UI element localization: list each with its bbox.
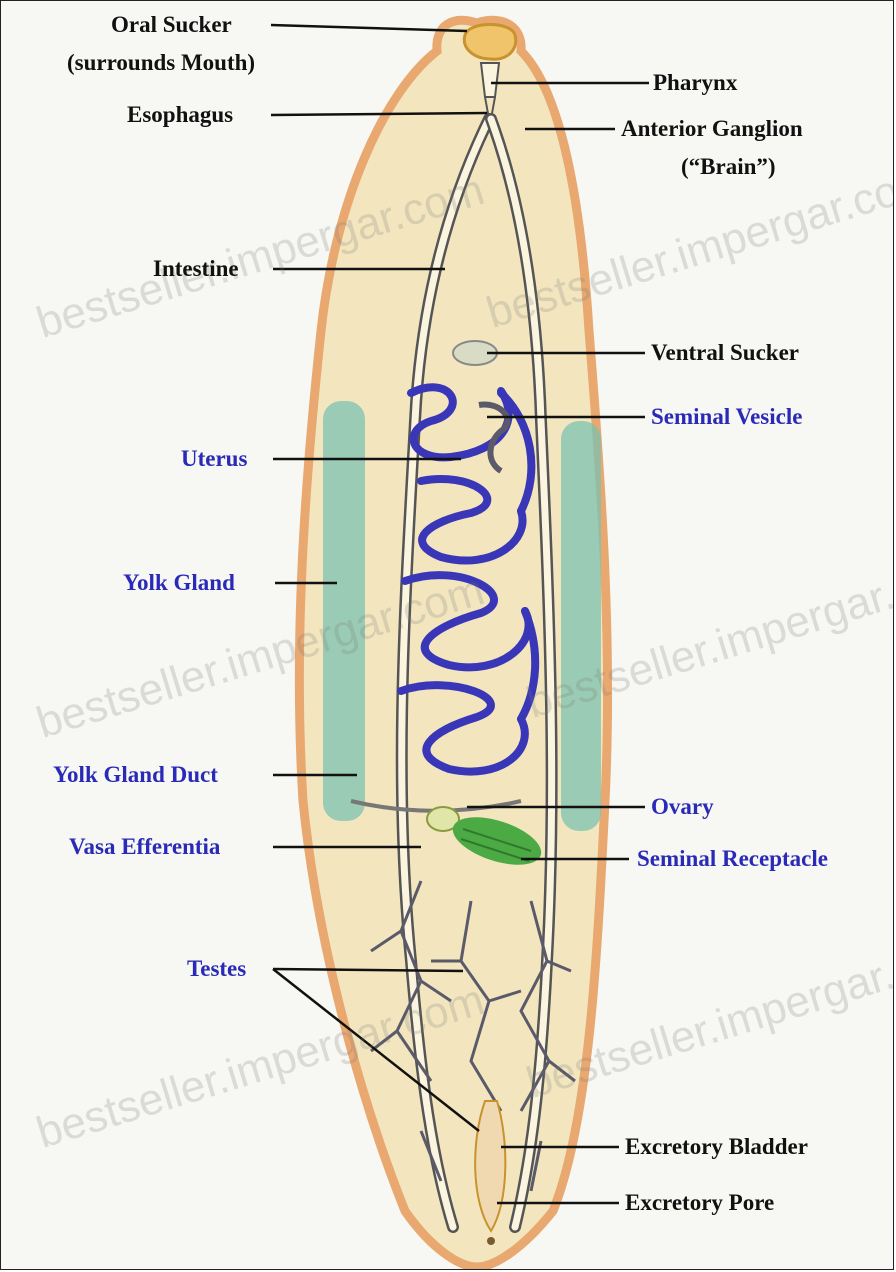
label-ventral-sucker: Ventral Sucker xyxy=(651,339,799,367)
label-uterus: Uterus xyxy=(181,445,247,473)
label-seminal-vesicle: Seminal Vesicle xyxy=(651,403,802,431)
oral-sucker xyxy=(464,25,515,60)
label-vasa-efferentia: Vasa Efferentia xyxy=(69,833,220,861)
label-anterior-ganglion: Anterior Ganglion xyxy=(621,115,803,143)
label-ovary: Ovary xyxy=(651,793,714,821)
label-seminal-receptacle: Seminal Receptacle xyxy=(637,845,828,873)
label-oral-sucker: Oral Sucker xyxy=(111,11,232,39)
label-intestine: Intestine xyxy=(153,255,239,283)
label-excretory-pore: Excretory Pore xyxy=(625,1189,774,1217)
label-testes: Testes xyxy=(187,955,246,983)
label-oral-sucker-note: (surrounds Mouth) xyxy=(67,49,255,77)
label-yolk-gland-duct: Yolk Gland Duct xyxy=(53,761,218,789)
label-excretory-bladder: Excretory Bladder xyxy=(625,1133,808,1161)
yolk-gland-right xyxy=(561,421,601,831)
label-pharynx: Pharynx xyxy=(653,69,737,97)
pharynx xyxy=(481,63,499,97)
label-esophagus: Esophagus xyxy=(127,101,233,129)
yolk-gland-left xyxy=(323,401,365,821)
label-yolk-gland: Yolk Gland xyxy=(123,569,235,597)
label-anterior-ganglion-note: (“Brain”) xyxy=(681,153,776,181)
excretory-pore xyxy=(487,1237,495,1245)
